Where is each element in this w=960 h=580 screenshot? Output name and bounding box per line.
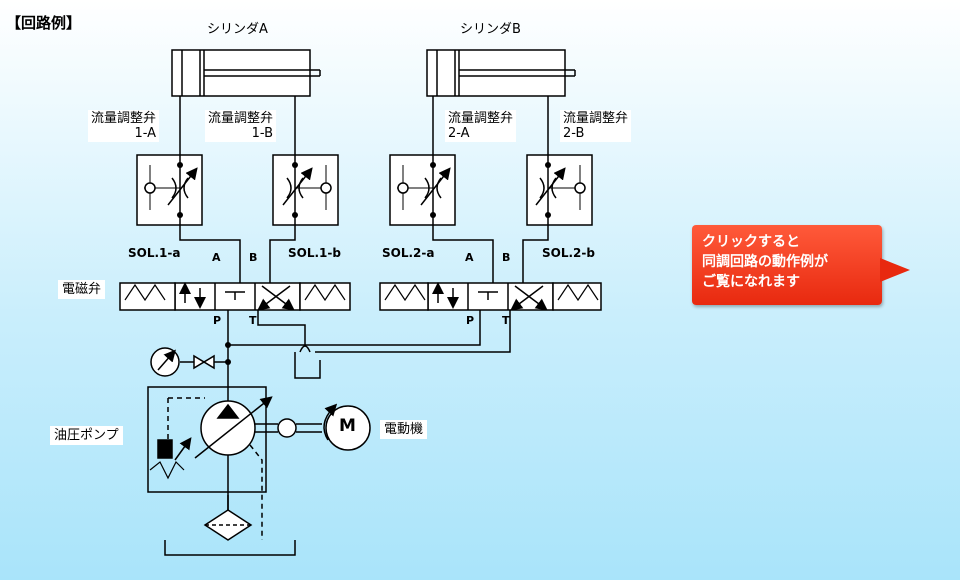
solenoid-valve-1 — [119, 282, 351, 311]
hydraulic-pump-label: 油圧ポンプ — [50, 426, 123, 445]
sol-2a-label: SOL.2-a — [382, 246, 435, 260]
flow-valve-2b — [526, 154, 593, 226]
port-p-2: P — [466, 314, 475, 327]
cylinder-b — [426, 49, 576, 97]
callout-line-2: 同調回路の動作例が — [702, 254, 828, 270]
motor-label: 電動機 — [380, 420, 428, 439]
port-t-2: T — [502, 314, 510, 327]
solenoid-valve-2 — [379, 282, 602, 311]
port-a-2: A — [465, 251, 474, 264]
page-title: 【回路例】 — [6, 14, 82, 32]
sol-1b-label: SOL.1-b — [288, 246, 341, 260]
port-t-1: T — [249, 314, 257, 327]
flow-valve-1a — [136, 154, 203, 226]
port-p-1: P — [213, 314, 222, 327]
cylinder-b-label: シリンダB — [460, 22, 521, 37]
motor-symbol: M — [339, 416, 356, 436]
cylinder-a — [171, 49, 321, 97]
callout-tail — [880, 258, 910, 282]
port-a-1: A — [212, 251, 221, 264]
callout-line-1: クリックすると — [702, 234, 800, 250]
flow-valve-2a — [389, 154, 456, 226]
port-b-1: B — [249, 251, 258, 264]
callout-line-3: ご覧になれます — [702, 274, 800, 290]
sol-2b-label: SOL.2-b — [542, 246, 595, 260]
animation-callout-button[interactable]: クリックすると 同調回路の動作例が ご覧になれます — [692, 225, 882, 305]
sol-1a-label: SOL.1-a — [128, 246, 181, 260]
port-b-2: B — [502, 251, 511, 264]
solenoid-valve-label: 電磁弁 — [58, 280, 106, 299]
flow-valve-1b — [272, 154, 339, 226]
cylinder-a-label: シリンダA — [207, 22, 268, 37]
